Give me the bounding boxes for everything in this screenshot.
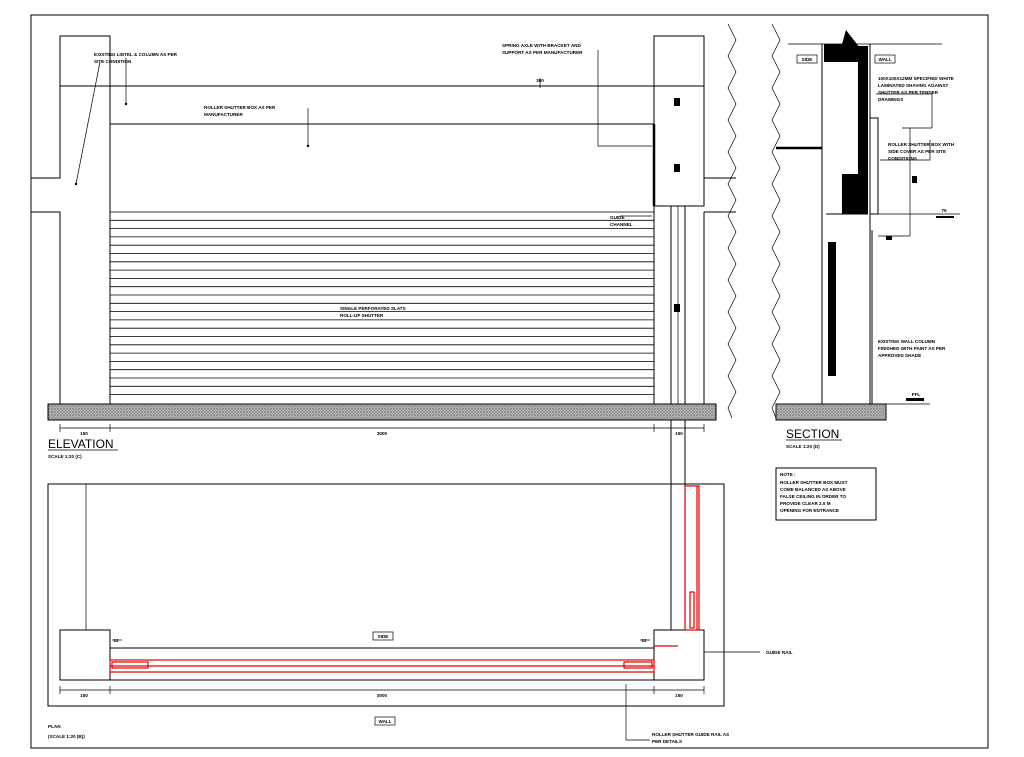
section-title: SECTION <box>786 427 839 441</box>
label-existing-lintel: EXISTING LINTEL & COLUMN AS PER <box>94 52 178 57</box>
section-tag-wall: WALL <box>878 57 891 62</box>
elevation-scale: SCALE 1:20 (C) <box>48 454 82 459</box>
label-channel: CHANNEL <box>610 222 633 227</box>
plan-label-bottom-b: PER DETAILS <box>652 739 682 744</box>
section-note1-c: SHUTTER AS PER TENDER <box>878 90 939 95</box>
section-view: SIDE WALL 100X100X12MM SPECIFIED WHITE L… <box>771 23 960 449</box>
sheet-border <box>30 14 989 749</box>
note-line-4: PROVIDE CLEAR 2.5 M <box>780 501 831 506</box>
note-line-2: COME BALANCED AS ABOVE <box>780 487 846 492</box>
plan-dim-center: 3000 <box>377 693 388 698</box>
plan-dim-left: 150 <box>80 693 88 698</box>
plan-left-column <box>59 629 111 681</box>
section-floor <box>775 403 887 421</box>
plan-view: SIDE WALL GUIDE RAIL ROLLER SHUTTER GUID… <box>47 419 793 744</box>
shutter-slats <box>110 211 654 396</box>
section-note3-b: FINISHED WITH PAINT AS PER <box>878 346 946 351</box>
plan-dim-right: 150 <box>675 693 683 698</box>
plan-tag-side: SIDE <box>378 634 389 639</box>
label-manufacturer: MANUFACTURER <box>204 112 243 117</box>
plan-label-bottom-a: ROLLER SHUTTER GUIDE RAIL AS <box>652 732 729 737</box>
elevation-view: EXISTING LINTEL & COLUMN AS PER SITE CON… <box>31 23 737 459</box>
plan-right-column <box>653 629 705 681</box>
plan-label-guide-rail: GUIDE RAIL <box>766 650 793 655</box>
elevation-title: ELEVATION <box>48 437 114 451</box>
dim-box-height: 300 <box>536 78 544 83</box>
dim-left: 150 <box>80 431 88 436</box>
label-site-condition: SITE CONDITION <box>94 59 132 64</box>
section-note2-a: ROLLER SHUTTER BOX WITH <box>888 142 955 147</box>
section-dim: 75 <box>941 208 947 213</box>
label-roll-up-shutter: ROLL-UP SHUTTER <box>340 313 384 318</box>
note-heading: NOTE : <box>780 472 796 477</box>
section-note2-c: CONDITIONS <box>888 156 917 161</box>
note-line-3: FALSE CEILING IN ORDER TO <box>780 494 846 499</box>
plan-scale: (SCALE 1:20 (B)) <box>48 734 85 739</box>
right-column-hatch <box>653 35 705 87</box>
section-floor-label: FFL <box>912 392 921 397</box>
label-support: SUPPORT AS PER MANUFACTURER <box>502 50 583 55</box>
section-scale: SCALE 1:20 (D) <box>786 444 820 449</box>
section-note2-b: SIDE COVER AS PER SITE <box>888 149 946 154</box>
plan-mark-left: 12 <box>113 638 119 643</box>
note-line-1: ROLLER SHUTTER BOX MUST <box>780 480 848 485</box>
label-guide: GUIDE <box>610 215 625 220</box>
dim-right: 150 <box>675 431 683 436</box>
dim-center: 3000 <box>377 431 388 436</box>
section-note3-a: EXISTING WALL COLUMN <box>878 339 936 344</box>
section-note3-c: APPROVED SHADE <box>878 353 921 358</box>
plan-mark-right: 12 <box>641 638 647 643</box>
section-note1-d: DRAWINGS <box>878 97 903 102</box>
section-tag-side: SIDE <box>802 57 813 62</box>
section-note1-a: 100X100X12MM SPECIFIED WHITE <box>878 76 954 81</box>
plan-tag-wall: WALL <box>378 719 391 724</box>
label-roller-box: ROLLER SHUTTER BOX AS PER <box>204 105 276 110</box>
label-perforated-slats: SINGLE PERFORATED SLATS <box>340 306 406 311</box>
label-spring-axle: SPRING AXLE WITH BRACKET AND <box>502 43 581 48</box>
plan-title: PLAN <box>48 724 61 729</box>
floor-strip <box>47 403 717 421</box>
note-line-5: OPENING FOR ENTRANCE <box>780 508 839 513</box>
note-box: NOTE : ROLLER SHUTTER BOX MUST COME BALA… <box>775 467 877 521</box>
section-note1-b: LAMINATED SHAVING AGAINST <box>878 83 949 88</box>
